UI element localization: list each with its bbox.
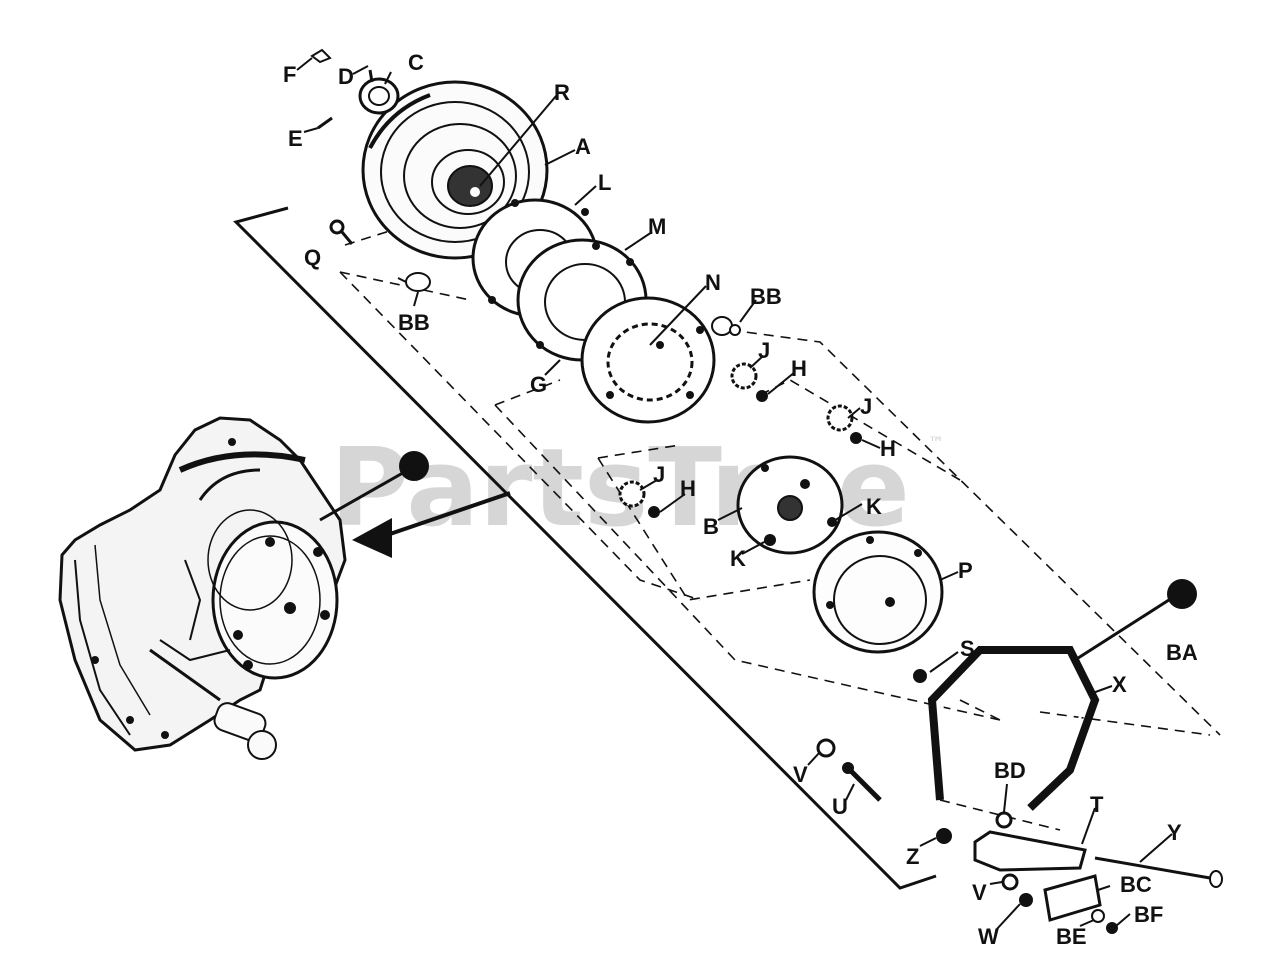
part-C-bushing bbox=[358, 77, 400, 115]
part-J-pinion-1 bbox=[730, 362, 768, 402]
callout-T: T bbox=[1090, 792, 1104, 817]
callout-E: E bbox=[288, 126, 303, 151]
callout-W: W bbox=[978, 924, 999, 949]
part-F-key bbox=[310, 48, 332, 64]
part-V-washer-lower bbox=[1001, 873, 1019, 891]
part-X-brake-band bbox=[927, 646, 1100, 811]
callout-Y: Y bbox=[1167, 820, 1182, 845]
callout-H-2: H bbox=[880, 436, 896, 461]
part-Q-screw bbox=[329, 219, 354, 245]
callout-BB-left: BB bbox=[398, 310, 430, 335]
part-BA-rod bbox=[1074, 579, 1197, 662]
assembly-arrow bbox=[352, 491, 511, 558]
callout-BE: BE bbox=[1056, 924, 1087, 949]
callout-N: N bbox=[705, 270, 721, 295]
callout-F: F bbox=[283, 62, 296, 87]
callout-leaders bbox=[296, 57, 1173, 931]
part-BF-nut bbox=[1106, 922, 1118, 934]
part-Y-bolt bbox=[1094, 856, 1223, 888]
callout-J-1: J bbox=[758, 338, 770, 363]
callout-C: C bbox=[408, 50, 424, 75]
part-U-stud bbox=[842, 762, 882, 802]
part-BC-bracket bbox=[1043, 874, 1102, 922]
callout-J-3: J bbox=[653, 462, 665, 487]
part-D-pin bbox=[368, 69, 374, 83]
callout-D: D bbox=[338, 64, 354, 89]
callout-Q: Q bbox=[304, 245, 321, 270]
callout-U: U bbox=[832, 794, 848, 819]
part-S-nut bbox=[913, 669, 927, 683]
part-V-washer-upper bbox=[816, 738, 836, 758]
watermark-trademark: ™ bbox=[928, 433, 944, 452]
callout-H-3: H bbox=[680, 476, 696, 501]
callout-A: A bbox=[575, 134, 591, 159]
assembly-outline bbox=[233, 206, 937, 890]
transmission-rod bbox=[319, 451, 429, 522]
callout-K-2: K bbox=[730, 546, 746, 571]
callout-labels: F D C E R A L Q M N BB BB G J H J H J H … bbox=[283, 50, 1198, 949]
callout-M: M bbox=[648, 214, 666, 239]
callout-G: G bbox=[530, 372, 547, 397]
transmission-assembly bbox=[58, 416, 347, 760]
callout-BC: BC bbox=[1120, 872, 1152, 897]
callout-L: L bbox=[598, 170, 611, 195]
part-B-carrier bbox=[736, 455, 844, 555]
callout-H-1: H bbox=[791, 356, 807, 381]
callout-K-1: K bbox=[866, 494, 882, 519]
callout-V-lower: V bbox=[972, 880, 987, 905]
callout-X: X bbox=[1112, 672, 1127, 697]
part-BE-washer bbox=[1091, 909, 1105, 923]
callout-B: B bbox=[703, 514, 719, 539]
callout-BB-right: BB bbox=[750, 284, 782, 309]
part-BD-bolt bbox=[995, 811, 1013, 829]
part-J-pinion-3 bbox=[618, 480, 660, 518]
part-BB-bolt-right bbox=[711, 316, 741, 336]
part-J-pinion-2 bbox=[826, 404, 862, 444]
callout-V-upper: V bbox=[793, 762, 808, 787]
part-N-gear bbox=[580, 296, 716, 424]
callout-R: R bbox=[554, 80, 570, 105]
part-T-lever bbox=[973, 830, 1087, 872]
callout-S: S bbox=[960, 636, 975, 661]
part-E-pin bbox=[317, 116, 333, 130]
callout-J-2: J bbox=[860, 394, 872, 419]
callout-P: P bbox=[958, 558, 973, 583]
part-W-nut bbox=[1019, 893, 1033, 907]
callout-Z: Z bbox=[906, 844, 919, 869]
callout-BF: BF bbox=[1134, 902, 1163, 927]
callout-BD: BD bbox=[994, 758, 1026, 783]
part-BB-bolt-left bbox=[397, 272, 431, 292]
part-Z-nut bbox=[936, 828, 952, 844]
callout-BA: BA bbox=[1166, 640, 1198, 665]
part-P-cover bbox=[812, 530, 944, 654]
